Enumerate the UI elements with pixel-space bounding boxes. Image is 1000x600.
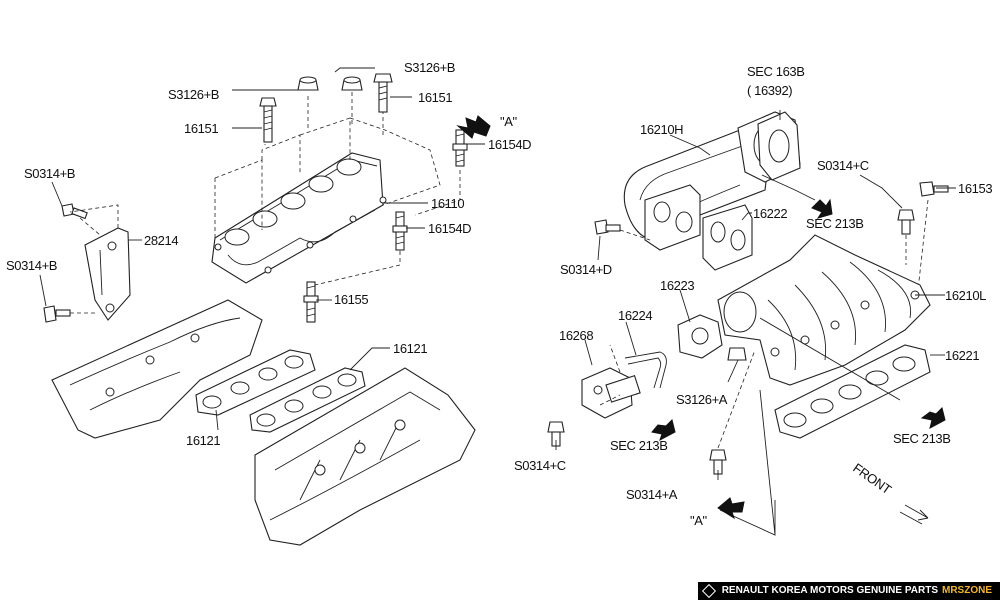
label-s0314c-top: S0314+C — [817, 158, 869, 173]
arrow-sec213b-bottom — [651, 419, 676, 442]
flange-plate-left — [644, 184, 701, 251]
arrow-ref-a-bottom — [717, 497, 745, 520]
label-16268: 16268 — [559, 328, 593, 343]
bolt-s0314a — [709, 449, 727, 475]
nut-s3126b-top — [341, 76, 363, 91]
label-ref-a-top: "A" — [500, 114, 517, 129]
label-16151-left: 16151 — [184, 121, 218, 136]
gasket-16121-left — [195, 349, 316, 416]
guide-line — [717, 349, 756, 449]
label-sec213b-right: SEC 213B — [893, 431, 951, 446]
bolt-s0314d — [594, 219, 621, 235]
label-16110: 16110 — [431, 196, 464, 211]
label-16154d-mid: 16154D — [428, 221, 471, 236]
bolt-16151-left — [259, 97, 277, 143]
label-16224: 16224 — [618, 308, 652, 323]
arrow-sec213b-right — [920, 407, 946, 429]
collector-dashed-guides — [214, 92, 461, 286]
arrow-ref-a-top — [456, 115, 491, 139]
bolt-16151-right — [373, 73, 393, 113]
intake-manifold-16210l — [717, 234, 931, 386]
label-front: FRONT — [850, 460, 894, 497]
label-sec213b-bottom: SEC 213B — [610, 438, 668, 453]
nut-s3126b-left — [297, 76, 319, 91]
label-16155: 16155 — [334, 292, 368, 307]
arrow-sec213b-top — [811, 198, 833, 219]
gasket-16223 — [677, 314, 723, 359]
brand-logo-icon — [701, 583, 716, 599]
bracket-28214 — [84, 227, 131, 321]
label-16121-right: 16121 — [393, 341, 427, 356]
label-s0314b-bottom: S0314+B — [6, 258, 57, 273]
label-s0314b-top: S0314+B — [24, 166, 75, 181]
upper-collector-16110 — [211, 152, 387, 284]
label-16221: 16221 — [945, 348, 979, 363]
cylinder-head-right — [254, 367, 476, 546]
label-16223: 16223 — [660, 278, 694, 293]
arrows — [456, 115, 946, 525]
guide-line — [79, 217, 101, 236]
arrow-front — [899, 504, 929, 525]
stud-16154d-top — [452, 129, 468, 167]
guide-line — [619, 229, 651, 241]
gasket-16121-right — [249, 367, 366, 433]
cylinder-head-left — [51, 299, 263, 439]
nut-s3126a — [727, 347, 747, 361]
gasket-16222 — [702, 204, 753, 271]
label-16153: 16153 — [958, 181, 992, 196]
guide-line — [599, 344, 621, 406]
label-ref-a-bottom: "A" — [690, 513, 707, 528]
label-s0314a: S0314+A — [626, 487, 678, 502]
iac-valve-16268 — [581, 367, 641, 419]
guide-line — [69, 204, 119, 228]
label-s0314c-bottom: S0314+C — [514, 458, 566, 473]
label-16392: ( 16392) — [747, 83, 792, 98]
guide-line — [917, 199, 929, 291]
gasket-16392 — [757, 111, 801, 181]
label-16210h: 16210H — [640, 122, 683, 137]
label-sec163b: SEC 163B — [747, 64, 805, 79]
leader-lines — [39, 67, 956, 536]
bolt-16153 — [919, 181, 949, 197]
footer-text: RENAULT KOREA MOTORS GENUINE PARTS — [721, 585, 938, 596]
label-28214: 28214 — [144, 233, 178, 248]
label-16154d-top: 16154D — [488, 137, 531, 152]
label-sec213b-top: SEC 213B — [806, 216, 864, 231]
gasket-16221 — [774, 344, 931, 439]
label-16222: 16222 — [753, 206, 787, 221]
label-16210l: 16210L — [945, 288, 986, 303]
bolt-s0314c-top — [897, 209, 915, 235]
footer-brand: MRSZONE — [942, 585, 992, 596]
label-s3126a: S3126+A — [676, 392, 728, 407]
footer-banner: RENAULT KOREA MOTORS GENUINE PARTS MRSZO… — [697, 582, 1000, 600]
label-s3126b-left: S3126+B — [168, 87, 219, 102]
label-s0314d: S0314+D — [560, 262, 612, 277]
label-16121-left: 16121 — [186, 433, 220, 448]
bolt-s0314b-bottom — [43, 305, 71, 323]
label-s3126b-top: S3126+B — [404, 60, 455, 75]
stud-16155 — [303, 281, 319, 323]
label-16151-right: 16151 — [418, 90, 452, 105]
hose-16224 — [624, 351, 667, 389]
stud-16154d-mid — [392, 211, 408, 251]
bolt-s0314b-top — [61, 203, 88, 220]
